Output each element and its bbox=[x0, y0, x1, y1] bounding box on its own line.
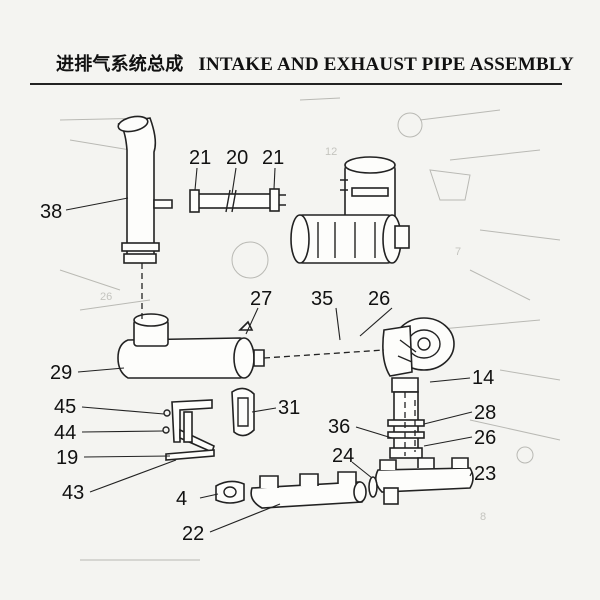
callout-21-right: 21 bbox=[262, 147, 284, 169]
callout-36: 36 bbox=[328, 416, 350, 438]
callout-19: 19 bbox=[56, 447, 78, 469]
callout-20: 20 bbox=[226, 147, 248, 169]
air-cleaner-assembly bbox=[290, 156, 410, 264]
callout-23: 23 bbox=[474, 463, 496, 485]
callout-44: 44 bbox=[54, 422, 76, 444]
part-24-gasket bbox=[368, 476, 378, 498]
callout-21-left: 21 bbox=[189, 147, 211, 169]
assembly-dashed-lines bbox=[141, 263, 416, 456]
svg-text:26: 26 bbox=[100, 291, 112, 303]
callout-4: 4 bbox=[176, 488, 187, 510]
callout-labels: 38 21 20 21 27 35 26 29 14 45 31 44 36 2… bbox=[40, 147, 496, 545]
callout-26-bottom: 26 bbox=[474, 427, 496, 449]
callout-29: 29 bbox=[50, 362, 72, 384]
title-rule bbox=[30, 83, 562, 85]
callout-24: 24 bbox=[332, 445, 354, 467]
part-23-exhaust-manifold-right bbox=[374, 457, 474, 505]
part-29-muffler bbox=[117, 313, 265, 379]
part-4-flange-gasket bbox=[215, 480, 245, 504]
diagram-title: 进排气系统总成 INTAKE AND EXHAUST PIPE ASSEMBLY bbox=[56, 50, 576, 78]
callout-43: 43 bbox=[62, 482, 84, 504]
callout-26-top: 26 bbox=[368, 288, 390, 310]
part-38-intake-pipe bbox=[117, 115, 173, 264]
title-chinese: 进排气系统总成 bbox=[56, 54, 184, 75]
title-english: INTAKE AND EXHAUST PIPE ASSEMBLY bbox=[198, 54, 574, 75]
part-22-exhaust-manifold-left bbox=[250, 471, 367, 509]
part-20-21-hose-and-clamps bbox=[189, 188, 286, 213]
part-19-43-support-bracket bbox=[162, 399, 215, 461]
callout-45: 45 bbox=[54, 396, 76, 418]
background-ghost-sketch: 12 7 26 8 bbox=[59, 97, 561, 561]
callout-35: 35 bbox=[311, 288, 333, 310]
svg-text:12: 12 bbox=[325, 146, 337, 158]
callout-27: 27 bbox=[250, 288, 272, 310]
svg-text:7: 7 bbox=[455, 246, 461, 258]
svg-text:8: 8 bbox=[480, 511, 486, 523]
callout-28: 28 bbox=[474, 402, 496, 424]
callout-22: 22 bbox=[182, 523, 204, 545]
callout-38: 38 bbox=[40, 201, 62, 223]
part-14-turbocharger bbox=[382, 317, 455, 393]
callout-14: 14 bbox=[472, 367, 494, 389]
callout-31: 31 bbox=[278, 397, 300, 419]
part-28-exhaust-riser bbox=[387, 391, 425, 459]
callout-leader-lines bbox=[65, 167, 473, 533]
part-31-strap bbox=[231, 387, 255, 437]
